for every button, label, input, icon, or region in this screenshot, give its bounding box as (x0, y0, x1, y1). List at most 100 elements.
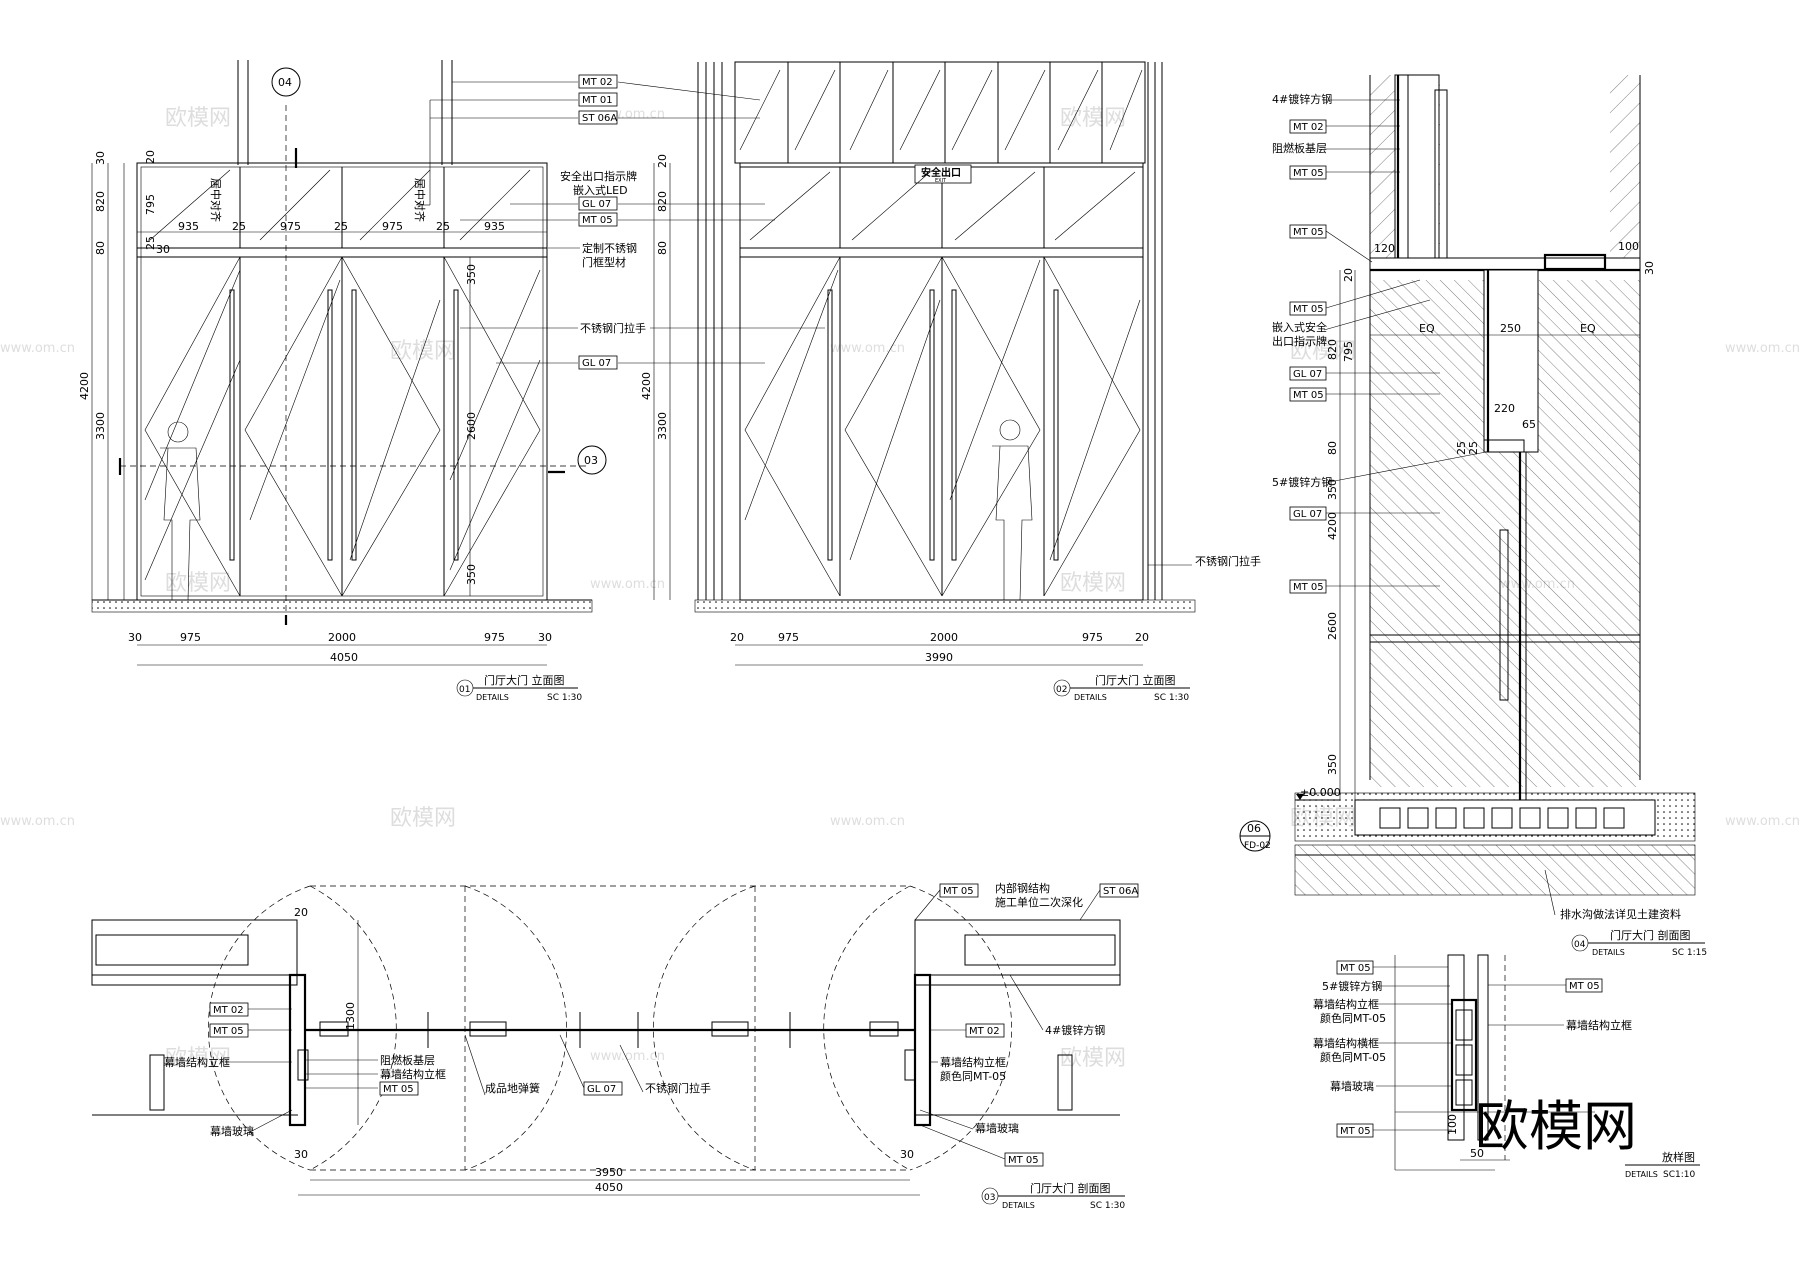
svg-text:25: 25 (1455, 441, 1468, 455)
svg-text:80: 80 (94, 241, 107, 255)
svg-text:795: 795 (144, 194, 157, 215)
svg-text:MT 05: MT 05 (1293, 304, 1324, 315)
svg-text:GL 07: GL 07 (1293, 509, 1322, 520)
door-handle (929, 289, 935, 561)
svg-text:MT 05: MT 05 (1293, 390, 1324, 401)
svg-text:65: 65 (1522, 418, 1536, 431)
svg-text:5#镀锌方钢: 5#镀锌方钢 (1322, 979, 1382, 993)
svg-text:06: 06 (1247, 822, 1261, 835)
svg-text:20: 20 (1342, 268, 1355, 282)
svg-text:4#镀锌方钢: 4#镀锌方钢 (1272, 92, 1332, 106)
svg-text:SC 1:30: SC 1:30 (1154, 693, 1189, 703)
svg-text:www.om.cn: www.om.cn (830, 341, 905, 356)
svg-text:欧模网: 欧模网 (1290, 339, 1356, 364)
center-annotations: MT 02 MT 01 ST 06A 安全出口指示牌 嵌入式LED GL 07 … (418, 74, 825, 370)
svg-text:25: 25 (144, 236, 157, 250)
svg-text:GL 07: GL 07 (587, 1084, 616, 1095)
material-tag: ST 06A (578, 110, 618, 125)
svg-text:欧模网: 欧模网 (165, 106, 231, 131)
svg-text:嵌入式LED: 嵌入式LED (573, 184, 628, 197)
material-tag: MT 05 (578, 212, 618, 227)
svg-text:www.om.cn: www.om.cn (830, 814, 905, 829)
elevation-01: 04 03 (78, 60, 607, 703)
svg-text:975: 975 (180, 631, 201, 644)
svg-text:欧模网: 欧模网 (165, 1046, 231, 1071)
svg-text:MT 05: MT 05 (383, 1084, 414, 1095)
svg-text:MT 05: MT 05 (213, 1026, 244, 1037)
svg-text:30: 30 (538, 631, 552, 644)
vertical-note: 居中对齐 (209, 178, 223, 222)
svg-text:±0.000: ±0.000 (1300, 786, 1341, 799)
svg-text:GL 07: GL 07 (582, 358, 611, 369)
svg-text:不锈钢门拉手: 不锈钢门拉手 (580, 321, 646, 335)
svg-text:4200: 4200 (1326, 512, 1339, 540)
svg-text:www.om.cn: www.om.cn (0, 341, 75, 356)
svg-text:幕墙结构立框: 幕墙结构立框 (940, 1055, 1006, 1069)
svg-text:01: 01 (459, 685, 470, 695)
mullion (149, 1054, 165, 1111)
svg-text:5#镀锌方钢: 5#镀锌方钢 (1272, 475, 1332, 489)
svg-text:2000: 2000 (930, 631, 958, 644)
svg-text:820: 820 (94, 191, 107, 212)
svg-text:门厅大门 立面图: 门厅大门 立面图 (1095, 673, 1176, 687)
svg-text:门厅大门 剖面图: 门厅大门 剖面图 (1030, 1181, 1111, 1195)
svg-text:EXIT: EXIT (935, 178, 947, 184)
view-title-04: 04 门厅大门 剖面图 DETAILS SC 1:15 (1571, 928, 1707, 958)
vertical-note: 居中对齐 (413, 178, 427, 222)
svg-text:25: 25 (1467, 441, 1480, 455)
material-tag: GL 07 (578, 355, 618, 370)
svg-text:MT 05: MT 05 (1293, 168, 1324, 179)
svg-text:2600: 2600 (465, 412, 478, 440)
svg-text:成品地弹簧: 成品地弹簧 (485, 1081, 540, 1095)
section-plan-03: 1300 20 30 30 3950 4050 MT 02 MT 05 阻燃板基… (91, 881, 1139, 1211)
view-title-05: 放样图 DETAILS SC1:10 (1625, 1150, 1700, 1180)
svg-text:120: 120 (1374, 242, 1395, 255)
svg-text:门框型材: 门框型材 (582, 255, 626, 269)
svg-text:SC1:10: SC1:10 (1663, 1170, 1695, 1180)
svg-text:DETAILS: DETAILS (1625, 1170, 1658, 1179)
svg-text:03: 03 (984, 1193, 995, 1203)
svg-text:20: 20 (730, 631, 744, 644)
svg-text:935: 935 (484, 220, 505, 233)
svg-text:阻燃板基层: 阻燃板基层 (1272, 141, 1327, 155)
svg-text:幕墙结构立框: 幕墙结构立框 (1313, 997, 1379, 1011)
svg-text:GL 07: GL 07 (582, 199, 611, 210)
svg-text:820: 820 (1326, 339, 1339, 360)
svg-text:www.om.cn: www.om.cn (1725, 341, 1800, 356)
svg-text:220: 220 (1494, 402, 1515, 415)
svg-text:20: 20 (1135, 631, 1149, 644)
svg-text:100: 100 (1446, 1114, 1459, 1135)
svg-text:颜色同MT-05: 颜色同MT-05 (1320, 1050, 1386, 1064)
human-figure (160, 421, 201, 601)
detail-05: 100 50 MT 05 5#镀锌方钢 幕墙结构立框 颜色同MT-05 幕墙结构… (1313, 954, 1700, 1180)
svg-text:MT 05: MT 05 (582, 215, 613, 226)
svg-text:30: 30 (128, 631, 142, 644)
svg-text:放样图: 放样图 (1662, 1150, 1695, 1164)
svg-text:不锈钢门拉手: 不锈钢门拉手 (645, 1081, 711, 1095)
svg-text:出口指示牌: 出口指示牌 (1272, 334, 1327, 348)
svg-text:门厅大门 立面图: 门厅大门 立面图 (484, 673, 565, 687)
grid-label-04: 04 (278, 76, 292, 89)
svg-text:350: 350 (1326, 479, 1339, 500)
svg-text:MT 05: MT 05 (943, 886, 974, 897)
svg-text:欧模网: 欧模网 (390, 806, 456, 831)
svg-text:30: 30 (294, 1148, 308, 1161)
svg-text:30: 30 (94, 151, 107, 165)
svg-text:975: 975 (778, 631, 799, 644)
svg-text:4050: 4050 (595, 1181, 623, 1194)
watermark-logo: 欧模网 (1475, 1095, 1637, 1158)
door-handle (1053, 289, 1059, 561)
svg-text:975: 975 (280, 220, 301, 233)
svg-text:975: 975 (1082, 631, 1103, 644)
glass-reflection (739, 69, 1143, 151)
svg-text:820: 820 (656, 191, 669, 212)
svg-text:20: 20 (294, 906, 308, 919)
svg-text:50: 50 (1470, 1147, 1484, 1160)
svg-text:4#镀锌方钢: 4#镀锌方钢 (1045, 1023, 1105, 1037)
svg-text:欧模网: 欧模网 (1060, 106, 1126, 131)
svg-text:MT 05: MT 05 (1293, 227, 1324, 238)
svg-text:4200: 4200 (640, 372, 653, 400)
svg-text:颜色同MT-05: 颜色同MT-05 (940, 1069, 1006, 1083)
svg-text:2600: 2600 (1326, 612, 1339, 640)
svg-text:www.om.cn: www.om.cn (0, 814, 75, 829)
